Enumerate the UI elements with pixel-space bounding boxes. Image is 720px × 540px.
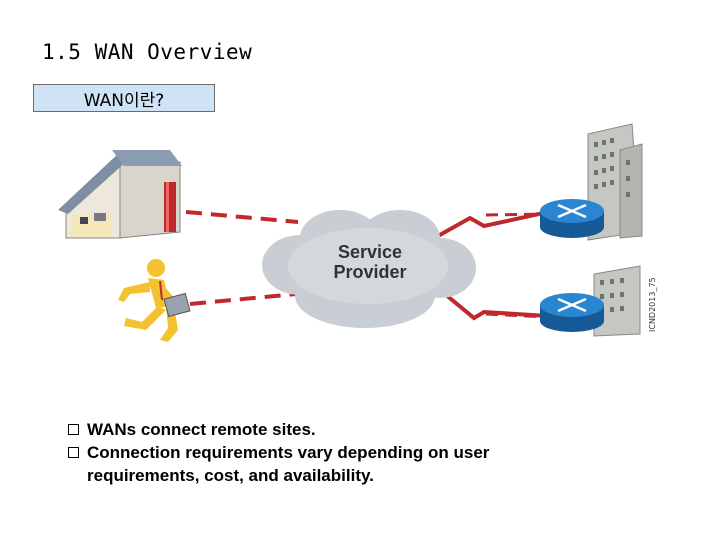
bullet-text: WANs connect remote sites.	[87, 420, 316, 439]
running-man-icon	[118, 259, 191, 342]
bullet-item: WANs connect remote sites.	[68, 418, 489, 441]
checkbox-bullet-icon	[68, 424, 79, 435]
bullet-list: WANs connect remote sites. Connection re…	[68, 418, 489, 487]
cloud-icon	[262, 210, 476, 328]
checkbox-bullet-icon	[68, 447, 79, 458]
wan-links	[185, 210, 549, 321]
cloud-label-line1: Service	[338, 242, 402, 262]
router-icon	[540, 293, 604, 332]
cloud-label-line2: Provider	[333, 262, 406, 282]
router-icon	[540, 199, 604, 238]
bullet-continuation: requirements, cost, and availability.	[87, 466, 374, 485]
wan-label-text: WAN이란?	[83, 90, 165, 111]
house-icon	[58, 150, 182, 239]
slide-title: 1.5 WAN Overview	[42, 40, 253, 64]
bullet-text: Connection requirements vary depending o…	[87, 443, 490, 462]
figure-code: ICND2013_75	[648, 277, 657, 332]
wan-label-box: WAN이란?	[33, 84, 215, 112]
bullet-item: Connection requirements vary depending o…	[68, 441, 489, 464]
